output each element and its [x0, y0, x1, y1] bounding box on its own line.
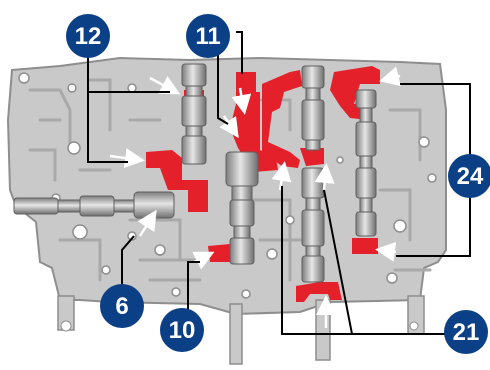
callout-11: 11 — [186, 14, 230, 58]
passage-24-lower — [352, 238, 378, 254]
badge-6-label: 6 — [115, 293, 128, 320]
callout-21: 21 — [444, 310, 488, 354]
badge-21-label: 21 — [453, 319, 480, 346]
badge-12-label: 12 — [75, 23, 102, 50]
callout-6: 6 — [100, 284, 144, 328]
callout-24: 24 — [448, 154, 490, 198]
badge-10-label: 10 — [169, 317, 196, 344]
callout-12: 12 — [66, 14, 110, 58]
badge-24-label: 24 — [457, 163, 484, 190]
callout-10: 10 — [160, 308, 204, 352]
badge-11-label: 11 — [195, 23, 220, 50]
